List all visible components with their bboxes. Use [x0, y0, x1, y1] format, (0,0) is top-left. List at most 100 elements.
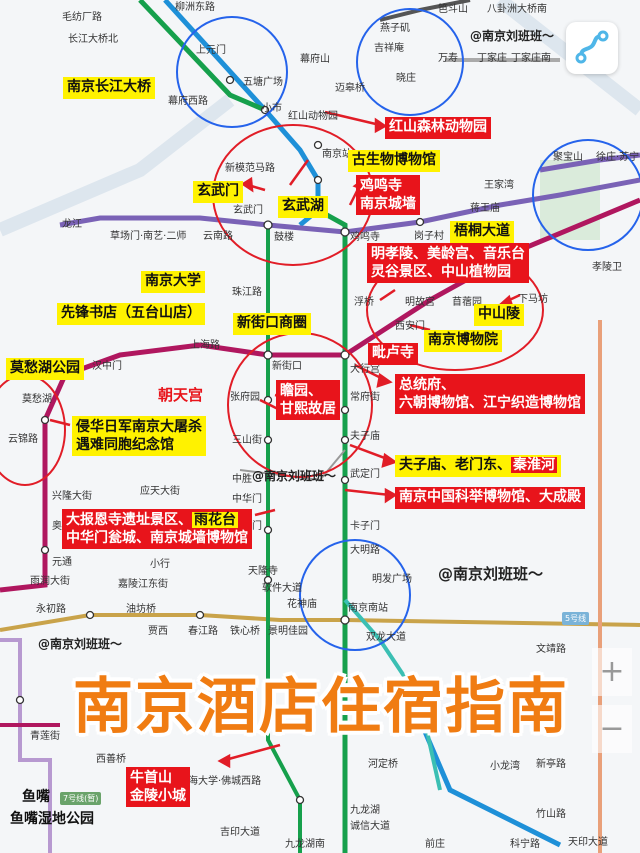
station-label: 诚信大道	[350, 821, 390, 832]
label-hongshan-zoo: 红山森林动物园	[385, 117, 491, 139]
station-label: 幕府山	[300, 54, 330, 65]
label-yuzui-park: 鱼嘴湿地公园	[10, 811, 94, 827]
label-fuzimiao: 夫子庙、老门东、秦淮河	[395, 455, 561, 477]
station-label: 明故宫	[405, 297, 435, 308]
label-librairie-avant-garde: 先锋书店（五台山店）	[57, 303, 205, 325]
label-chaotian-palace: 朝天宫	[158, 386, 204, 404]
station-label: 玄武门	[233, 205, 263, 216]
label-nanjing-university: 南京大学	[141, 271, 205, 293]
label-mochou-lake: 莫愁湖公园	[6, 358, 84, 380]
label-linggu-text: 灵谷景区、中山植物园	[371, 264, 511, 281]
station-label: 下马坊	[518, 294, 548, 305]
label-qinhuai-river: 秦淮河	[511, 457, 557, 473]
station-label: 天印大道	[568, 837, 608, 848]
station-label: 武定门	[350, 469, 380, 480]
station-label: 毛纺厂路	[62, 12, 102, 23]
station-label: 中华门	[232, 494, 262, 505]
station-label: 九龙湖	[350, 805, 380, 816]
station-label: 青莲街	[30, 731, 60, 742]
station-label: 上元门	[196, 45, 226, 56]
watermark: @南京刘班班～	[38, 637, 123, 651]
station-label: 春江路	[188, 626, 218, 637]
station-label: 兴隆大街	[52, 491, 92, 502]
station-label: 张府园	[230, 392, 260, 403]
station-label: 新模范马路	[225, 163, 275, 174]
station-label: 万寿	[438, 53, 458, 64]
station-label: 夫子庙	[350, 431, 380, 442]
label-nanjing-museum: 南京博物院	[424, 330, 502, 352]
station-label: 幕府西路	[168, 96, 208, 107]
station-label: 小行	[150, 559, 170, 570]
station-label: 大明路	[350, 545, 380, 556]
station-label: 草场门·南艺·二师	[110, 231, 187, 242]
label-porcelain-text: 大报恩寺遗址景区、	[66, 512, 192, 528]
label-ming-tomb: 明孝陵、美龄宫、音乐台灵谷景区、中山植物园	[367, 243, 529, 284]
station-label: 科宁路	[510, 839, 540, 850]
zoom-out-button[interactable]: −	[592, 705, 632, 753]
label-xuanwumen: 玄武门	[193, 181, 243, 203]
label-xuanwu-lake: 玄武湖	[278, 196, 328, 218]
app-logo[interactable]	[566, 22, 618, 74]
label-wutong-avenue: 梧桐大道	[450, 221, 514, 243]
station-label: 浮桥	[354, 297, 374, 308]
metro-line-3	[138, 0, 266, 113]
station-label: 贾西	[148, 626, 168, 637]
label-pilu-temple: 毗卢寺	[368, 343, 418, 365]
label-jiming-temple: 鸡鸣寺南京城墙	[356, 175, 420, 216]
label-keju-museum: 南京中国科举博物馆、大成殿	[395, 487, 585, 509]
station-label: 中胜	[232, 474, 252, 485]
station-label: 王家湾	[484, 180, 514, 191]
station-label: 河海大学·佛城西路	[178, 776, 262, 787]
station-label: 柳洲东路	[175, 2, 215, 13]
station-label: 景明佳园	[268, 626, 308, 637]
label-presidential-text: 总统府、	[399, 377, 455, 393]
station-label: 云南路	[203, 231, 233, 242]
station-label: 花神庙	[287, 599, 317, 610]
label-zhonghuamen-text: 中华门瓮城、	[66, 530, 150, 547]
zoom-in-button[interactable]: +	[592, 648, 632, 696]
station-label: 晓庄	[396, 73, 416, 84]
station-label: 珠江路	[232, 287, 262, 298]
line-badge: 7号线(暂)	[60, 792, 102, 805]
metro-logo-icon	[575, 30, 609, 64]
station-label: 应天大街	[140, 486, 180, 497]
station-label: 燕子矶	[380, 23, 410, 34]
station-label: 云锦路	[8, 434, 38, 445]
station-label: 小市	[262, 103, 282, 114]
station-label: 小龙湾	[490, 761, 520, 772]
station-label: 五塘广场	[243, 77, 283, 88]
station-label: 八卦洲大桥南	[487, 4, 547, 15]
metro-line-s1	[343, 598, 442, 791]
station-label: 油坊桥	[126, 604, 156, 615]
label-yuzui: 鱼嘴	[22, 789, 50, 805]
metro-line-10	[0, 613, 640, 632]
station-label: 天隆寺	[248, 566, 278, 577]
station-label: 吉祥庵	[374, 43, 404, 54]
station-label: 长江大桥北	[68, 34, 118, 45]
station-label: 南京站	[322, 149, 352, 160]
station-label: 龙江	[62, 219, 82, 230]
station-label: 软件大道	[262, 583, 302, 594]
station-label: 苜蓿园	[452, 297, 482, 308]
station-label: 红山动物园	[288, 111, 338, 122]
station-label: 三山街	[232, 435, 262, 446]
watermark: @南京刘班班～	[252, 469, 337, 483]
station-label: 九龙湖南	[285, 839, 325, 850]
station-label: 新亭路	[536, 759, 566, 770]
station-label: 永初路	[36, 604, 66, 615]
station-label: 鸡鸣寺	[350, 232, 380, 243]
label-massacre-text-1: 侵华日军南京大屠杀	[76, 419, 202, 435]
label-xinjiekou: 新街口商圈	[233, 313, 311, 335]
station-label: 丁家庄	[477, 53, 507, 64]
station-label: 前庄	[425, 839, 445, 850]
station-label: 元通	[52, 557, 72, 568]
station-label: 常府街	[350, 392, 380, 403]
label-zhan-garden-text: 瞻园、	[280, 383, 322, 399]
station-label: 莫愁湖	[22, 394, 52, 405]
label-ganxi-text: 甘熙故居	[280, 401, 336, 418]
label-ming-tomb-text: 明孝陵、美龄宫、音乐台	[371, 246, 525, 262]
station-label: 文靖路	[536, 644, 566, 655]
station-label: 汉中门	[92, 361, 122, 372]
label-massacre-text-2: 遇难同胞纪念馆	[76, 437, 174, 454]
label-city-wall-text: 南京城墙	[360, 196, 416, 213]
